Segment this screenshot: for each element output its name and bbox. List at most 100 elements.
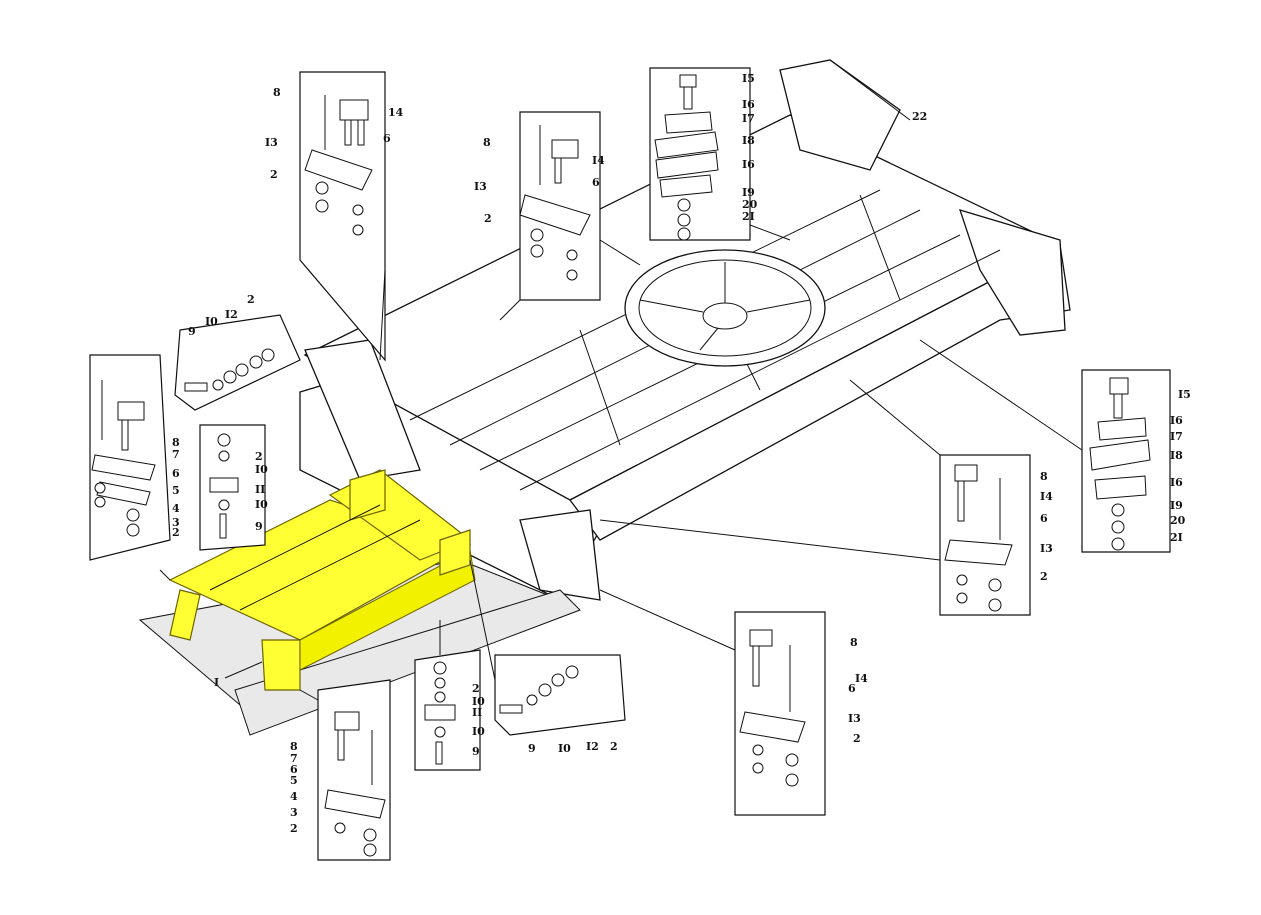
callout-label: I2: [586, 740, 599, 753]
subframe-side-plate: [299, 549, 476, 671]
callout-label: I9: [742, 186, 755, 199]
callout-label: 2: [255, 450, 263, 463]
detail-panel-5: [939, 454, 1031, 616]
callout-label: I8: [742, 134, 755, 147]
callout-label: 7: [172, 448, 180, 461]
callout-label: 4: [172, 502, 180, 515]
callout-label: I6: [742, 158, 755, 171]
callout-label: 6: [172, 467, 180, 480]
callout-label: II: [472, 706, 482, 719]
callout-label: 2: [172, 526, 180, 539]
highlighted-subframe: [168, 469, 476, 691]
callout-label: 2I: [1170, 531, 1183, 544]
callout-label: 5: [290, 774, 298, 787]
callout-label: 2: [290, 822, 298, 835]
callout-label: 20: [1170, 514, 1186, 527]
callout-labels: 8 14 I3 6 2 8 I4 I3 6 2 I5 I6 I7 I8 I6 I…: [172, 72, 1191, 835]
rear-end-block: [779, 59, 901, 171]
callout-label: I3: [474, 180, 487, 193]
detail-panel-4: [1081, 369, 1171, 553]
subframe-leg: [169, 589, 201, 641]
callout-label: 6: [383, 132, 391, 145]
callout-label: 8: [483, 136, 491, 149]
callout-label: I3: [265, 136, 278, 149]
detail-panel-12: [494, 654, 626, 736]
callout-label: 22: [912, 110, 927, 123]
callout-label: I5: [1178, 388, 1191, 401]
rib-line: [519, 249, 1001, 491]
callout-label: 20: [742, 198, 758, 211]
callout-label: 8: [172, 436, 180, 449]
detail-panel-3: [649, 67, 751, 241]
detail-panel-7: [89, 354, 171, 561]
callout-label: I4: [1040, 490, 1053, 503]
callout-label: I3: [848, 712, 861, 725]
callout-label: I2: [225, 308, 238, 321]
callout-label: I0: [472, 695, 485, 708]
rear-side-block: [958, 209, 1066, 336]
rib-line: [579, 329, 621, 446]
detail-panel-6: [734, 611, 826, 816]
callout-label: 5: [172, 484, 180, 497]
callout-label: 9: [472, 745, 480, 758]
callout-label: 8: [850, 636, 858, 649]
subframe-upright-rear: [439, 529, 471, 576]
callout-label: I3: [1040, 542, 1053, 555]
callout-label: I4: [855, 672, 868, 685]
callout-label: 2: [853, 732, 861, 745]
callout-label: I: [214, 676, 219, 689]
rear-tail-beam: [519, 509, 601, 601]
callout-label: I0: [558, 742, 571, 755]
detail-panel-1: [299, 71, 386, 362]
callout-label: 6: [1040, 512, 1048, 525]
detail-panel-8: [317, 679, 391, 861]
main-frame: [138, 59, 1071, 736]
callout-label: I0: [255, 463, 268, 476]
callout-label: I6: [742, 98, 755, 111]
callout-label: I0: [472, 725, 485, 738]
callout-label: 2: [484, 212, 492, 225]
callout-label: I4: [592, 154, 605, 167]
slewing-ring: [624, 249, 826, 367]
leader-lines: [159, 59, 1083, 701]
callout-label: I6: [1170, 476, 1183, 489]
callout-label: I6: [1170, 414, 1183, 427]
callout-label: 8: [290, 740, 298, 753]
detail-panel-2: [519, 111, 601, 301]
callout-label: 6: [848, 682, 856, 695]
callout-label: 4: [290, 790, 298, 803]
callout-label: 9: [255, 520, 263, 533]
callout-label: I7: [1170, 430, 1183, 443]
callout-label: 2: [247, 293, 255, 306]
detail-panel-11: [174, 314, 301, 411]
callout-label: 2: [472, 682, 480, 695]
callout-label: 3: [172, 516, 180, 529]
callout-label: II: [255, 483, 265, 496]
callout-label: 2: [610, 740, 618, 753]
callout-label: I8: [1170, 449, 1183, 462]
callout-label: I5: [742, 72, 755, 85]
detail-panel-9: [199, 424, 266, 551]
detail-panel-10: [414, 649, 481, 771]
callout-label: I0: [205, 315, 218, 328]
callout-label: 6: [592, 176, 600, 189]
callout-label: I0: [255, 498, 268, 511]
callout-label: 6: [290, 763, 298, 776]
subframe-leg-front: [261, 639, 301, 691]
callout-label: 8: [1040, 470, 1048, 483]
callout-label: I9: [1170, 499, 1183, 512]
callout-label: 2: [270, 168, 278, 181]
callout-label: 9: [188, 325, 196, 338]
callout-label: 7: [290, 752, 298, 765]
callout-label: I7: [742, 112, 755, 125]
callout-label: 2I: [742, 210, 755, 223]
callout-label: 3: [290, 806, 298, 819]
callout-label: 8: [273, 86, 281, 99]
subframe-upright: [349, 469, 386, 521]
callout-label: 14: [388, 106, 404, 119]
rib-line: [859, 194, 901, 301]
callout-label: 9: [528, 742, 536, 755]
callout-label: 2: [1040, 570, 1048, 583]
